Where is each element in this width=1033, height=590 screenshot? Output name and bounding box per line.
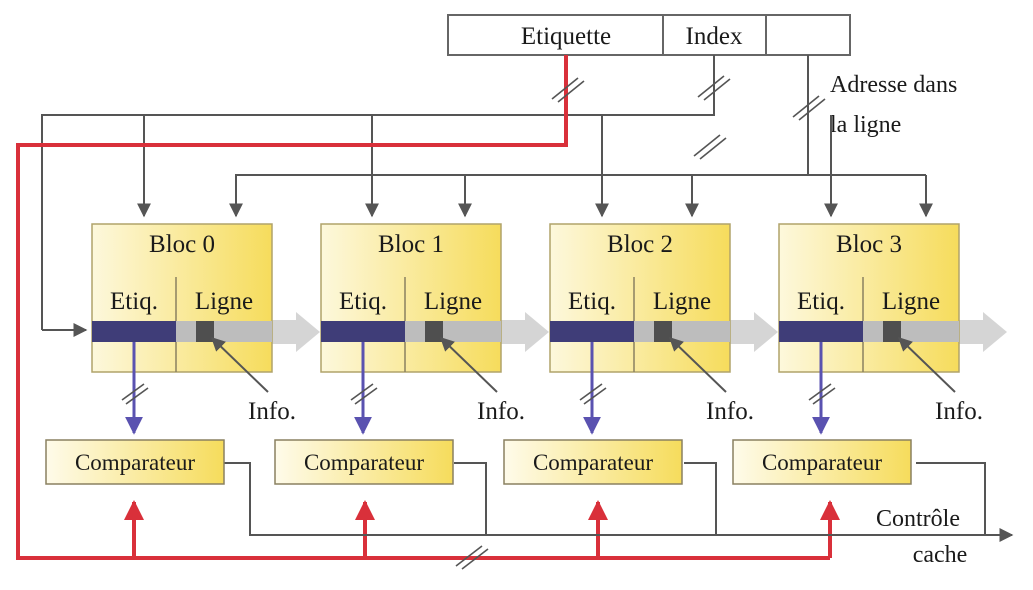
block-info-label: Info. [248, 398, 296, 425]
comparator-0 [45, 439, 225, 485]
offset-label-line1: Adresse dans [830, 72, 957, 98]
block-line-label: Ligne [882, 288, 940, 315]
line-cell [425, 321, 443, 342]
block-title: Bloc 0 [149, 231, 215, 258]
block-info-label: Info. [935, 398, 983, 425]
line-cell [654, 321, 672, 342]
block-title: Bloc 1 [378, 231, 444, 258]
line-strip [863, 321, 959, 342]
output-label-line1: Contrôle [876, 506, 960, 532]
info-pointer [439, 337, 498, 393]
line-strip [176, 321, 272, 342]
offset-wiring [229, 55, 933, 218]
index-wiring [41, 55, 838, 337]
line-strip [634, 321, 730, 342]
comparator-1 [274, 439, 454, 485]
comparator-label: Comparateur [304, 450, 424, 475]
block-frame [91, 223, 273, 373]
block-title: Bloc 2 [607, 231, 673, 258]
block-line-label: Ligne [653, 288, 711, 315]
offset-label-line2: la ligne [830, 112, 901, 138]
comparator-label: Comparateur [762, 450, 882, 475]
comparator-3 [732, 439, 912, 485]
output-label-line2: cache [913, 542, 968, 568]
line-cell [196, 321, 214, 342]
block-frame [778, 223, 960, 373]
block-line-label: Ligne [195, 288, 253, 315]
line-cell [883, 321, 901, 342]
address-register: Etiquette Index [447, 14, 851, 56]
block-tag-label: Etiq. [797, 288, 845, 315]
line-strip [405, 321, 501, 342]
block-tag-label: Etiq. [568, 288, 616, 315]
info-pointer [897, 337, 956, 393]
info-pointer [668, 337, 727, 393]
address-field-tag: Etiquette [521, 23, 611, 50]
block-info-label: Info. [477, 398, 525, 425]
info-pointer [210, 337, 269, 393]
tag-wiring [16, 55, 840, 560]
block-line-label: Ligne [424, 288, 482, 315]
comparator-label: Comparateur [533, 450, 653, 475]
address-field-index: Index [686, 23, 743, 50]
block-frame [320, 223, 502, 373]
tag-bar [92, 321, 176, 342]
tag-bar [321, 321, 405, 342]
comparator-label: Comparateur [75, 450, 195, 475]
tag-bar [779, 321, 863, 342]
block-info-label: Info. [706, 398, 754, 425]
compare-output-bus [224, 462, 1014, 570]
tag-bar [550, 321, 634, 342]
block-frame [549, 223, 731, 373]
block-title: Bloc 3 [836, 231, 902, 258]
comparator-2 [503, 439, 683, 485]
block-tag-label: Etiq. [339, 288, 387, 315]
block-tag-label: Etiq. [110, 288, 158, 315]
